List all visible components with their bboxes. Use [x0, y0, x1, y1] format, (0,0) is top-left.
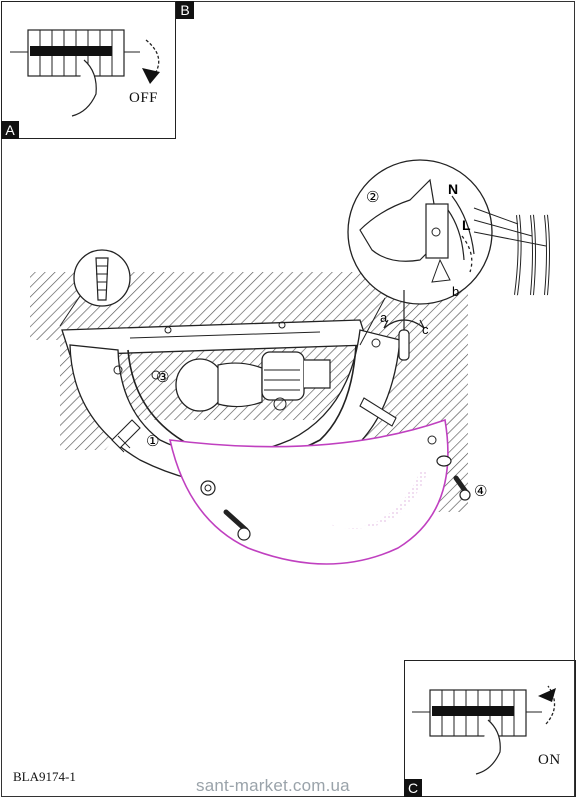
on-label: ON [538, 752, 561, 768]
inset-switch-on [404, 660, 576, 797]
step-3-label: ③ [156, 369, 169, 386]
screw-left [111, 419, 141, 453]
step-4-label: ④ [474, 483, 487, 500]
step-1-label: ① [146, 433, 159, 450]
model-code: BLA9174-1 [13, 769, 76, 784]
wiring-detail-callout [347, 159, 493, 346]
inset-switch-off [1, 1, 176, 139]
breaker-panel-off [10, 29, 160, 117]
glass-screw-right [453, 475, 471, 501]
inset-tag-b: B [176, 1, 194, 19]
bulb-and-socket [175, 351, 331, 412]
inset-tag-a: A [1, 121, 19, 139]
arrow-b-label: b [452, 284, 459, 299]
arrow-c-label: c [422, 322, 429, 337]
website-watermark: sant-market.com.ua [196, 776, 350, 795]
mains-cable [473, 207, 550, 296]
off-label: OFF [129, 90, 159, 106]
wire-l-label: L [462, 217, 471, 233]
glass-screw-left [223, 509, 251, 541]
screwdriver [383, 290, 425, 361]
glass-shade [168, 418, 449, 565]
glass-washer-right [436, 455, 452, 467]
step-2-label: ② [366, 189, 379, 206]
wire-n-label: N [448, 181, 458, 197]
screw-right-wall [359, 397, 397, 427]
arrow-a-label: a [380, 310, 388, 325]
wall-dowel-callout [59, 249, 131, 327]
breaker-panel-on [412, 685, 556, 775]
inset-tag-c: C [404, 779, 422, 797]
